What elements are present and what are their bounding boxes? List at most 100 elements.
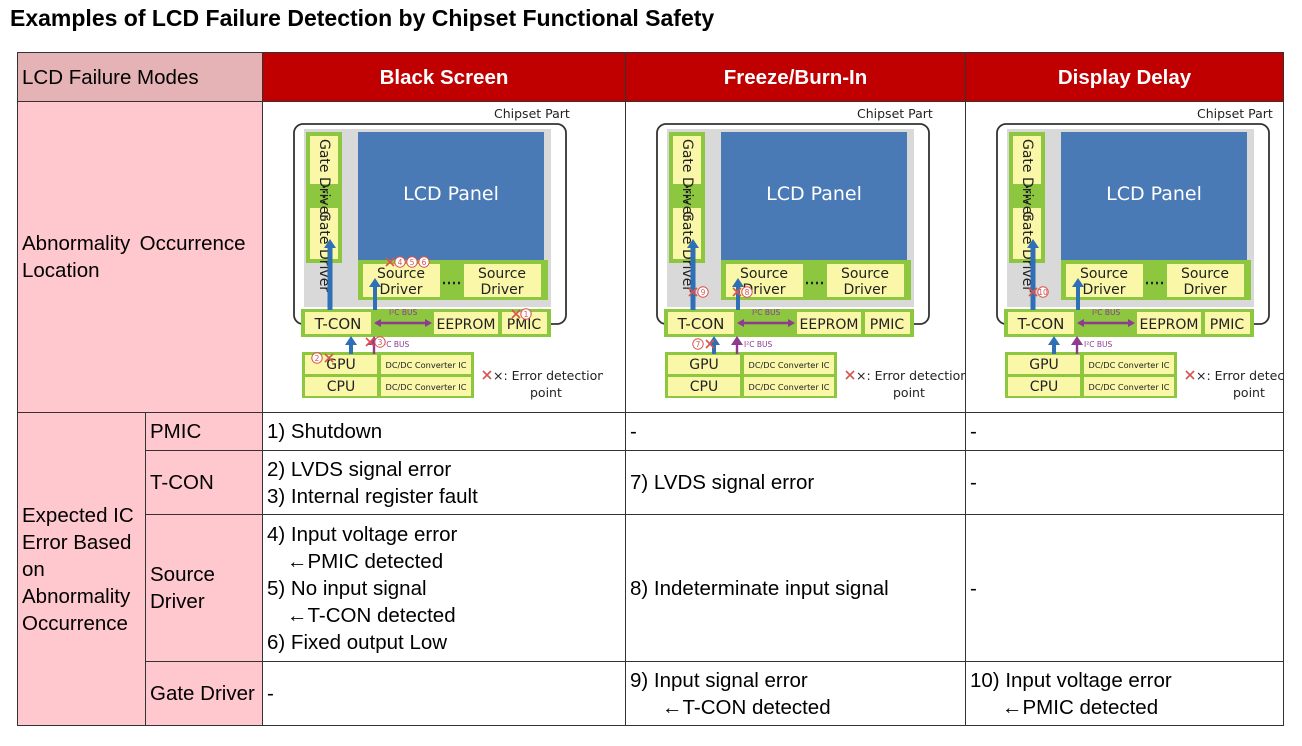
number-badge <box>374 336 386 348</box>
source-driver-label: Source <box>841 266 889 282</box>
tcon-label: T-CON <box>314 315 362 333</box>
lcd-panel <box>1061 132 1247 260</box>
dcdc-box <box>381 355 471 374</box>
legend-text: point <box>1233 385 1265 400</box>
eeprom-label: EEPROM <box>1140 317 1199 333</box>
number-badge-label: 4 <box>398 258 403 267</box>
cell-line: 6) Fixed output Low <box>267 630 448 654</box>
dcdc-box <box>381 377 471 396</box>
number-badge <box>418 256 430 268</box>
table-row: Gate Driver - 9) Input signal error←T-CO… <box>18 661 1284 726</box>
ic-label-pmic: PMIC <box>145 412 263 451</box>
x-mark-icon <box>511 309 521 319</box>
legend-text: point <box>893 385 925 400</box>
gate-driver-box <box>1013 136 1041 184</box>
number-badge-label: 2 <box>315 354 320 363</box>
source-driver-box <box>464 264 541 297</box>
cell-line: 4) Input voltage error <box>267 522 458 546</box>
number-badge <box>697 286 709 298</box>
source-driver-label: Driver <box>1183 282 1226 298</box>
pmic-label: PMIC <box>1210 317 1245 333</box>
cell-line: ←T-CON detected <box>662 695 831 719</box>
number-badge-label: 7 <box>696 340 701 349</box>
chipset-part-label: Chipset Part <box>857 106 933 121</box>
location-label: Abnormality Occurrence Location <box>17 101 263 413</box>
gate-driver-box <box>310 208 338 259</box>
header-label: LCD Failure Modes <box>17 52 263 102</box>
arrow-head <box>1048 336 1060 345</box>
cell-line: ←T-CON detected <box>287 603 456 627</box>
arrow-head <box>1027 239 1039 248</box>
gate-driver-label: Gate Driver <box>1019 139 1035 220</box>
pmic-label: PMIC <box>507 317 542 333</box>
cell-line: 1) Shutdown <box>267 420 383 443</box>
cell-line: - <box>970 471 977 494</box>
gate-driver-box <box>310 136 338 184</box>
table-row: Source Driver 4) Input voltage error ←PMI… <box>18 514 1284 662</box>
arrow-up-icon <box>1072 278 1084 310</box>
cpu-box <box>1008 377 1080 396</box>
error-detection-mark <box>705 339 715 349</box>
cell-line: ←PMIC detected <box>287 549 444 573</box>
lcd-panel-label: LCD Panel <box>766 183 862 205</box>
tcon-box <box>668 312 734 334</box>
double-arrow-icon <box>737 319 795 327</box>
x-mark-icon <box>324 353 334 363</box>
double-arrow-icon <box>374 319 432 327</box>
location-row: Abnormality Occurrence Location Chipset … <box>17 101 1284 413</box>
cell-gate-delay: 10) Input voltage error←PMIC detected <box>965 661 1284 726</box>
number-badge-label: 6 <box>422 258 427 267</box>
source-driver-label: Driver <box>379 282 422 298</box>
arrow-head <box>731 336 743 345</box>
arrow-up-icon <box>345 336 357 354</box>
gpu-box <box>305 355 377 374</box>
tcon-label: T-CON <box>677 315 725 333</box>
header-freeze-burn-in: Freeze/Burn-In <box>625 52 966 102</box>
arrow-up-icon <box>324 239 336 310</box>
cell-tcon-delay: - <box>965 450 1284 515</box>
i2c-bus-label: I²C BUS <box>381 340 409 349</box>
i2c-bus-label: I²C BUS <box>389 308 417 317</box>
cpu-label: CPU <box>690 379 718 395</box>
x-mark-icon <box>482 370 492 380</box>
arrow-up-icon <box>1027 239 1039 310</box>
gate-driver-label: Gate Driver <box>679 139 695 220</box>
ic-label-source-driver: Source Driver <box>145 514 263 662</box>
cell-line: 3) Internal register fault <box>267 484 478 508</box>
source-driver-label: Driver <box>1082 282 1125 298</box>
source-driver-label: Source <box>377 266 425 282</box>
tcon-label: T-CON <box>1017 315 1065 333</box>
dcdc-box <box>744 355 834 374</box>
source-driver-label: Source <box>740 266 788 282</box>
source-driver-label: Driver <box>742 282 785 298</box>
cell-line: - <box>267 682 274 705</box>
arrow-head <box>687 239 699 248</box>
dcdc-label: DC/DC Converter IC <box>1089 360 1170 370</box>
tcon-box <box>305 312 371 334</box>
arrow-up-icon <box>1071 336 1083 354</box>
cell-line: 10) Input voltage error <box>970 668 1172 692</box>
cpu-box <box>668 377 740 396</box>
dcdc-box <box>1084 377 1174 396</box>
table-row: Expected IC Error Based on Abnormality O… <box>17 412 1284 726</box>
number-badge <box>520 308 532 320</box>
arrow-head <box>1071 336 1083 345</box>
source-driver-box <box>827 264 904 297</box>
arrow-head <box>732 278 744 287</box>
dcdc-label: DC/DC Converter IC <box>749 382 830 392</box>
cell-pmic-black: 1) Shutdown <box>262 412 626 451</box>
arrow-up-icon <box>731 336 743 354</box>
x-mark-icon <box>732 287 742 297</box>
page-title: Examples of LCD Failure Detection by Chi… <box>10 5 715 31</box>
header-row: LCD Failure Modes Black Screen Freeze/Bu… <box>17 52 1284 102</box>
chipset-part-label: Chipset Part <box>1197 106 1273 121</box>
cpu-label: CPU <box>1030 379 1058 395</box>
arrow-up-icon <box>369 278 381 310</box>
expected-label: Expected IC Error Based on Abnormality O… <box>17 412 146 726</box>
eeprom-label: EEPROM <box>800 317 859 333</box>
eeprom-box <box>797 312 861 334</box>
